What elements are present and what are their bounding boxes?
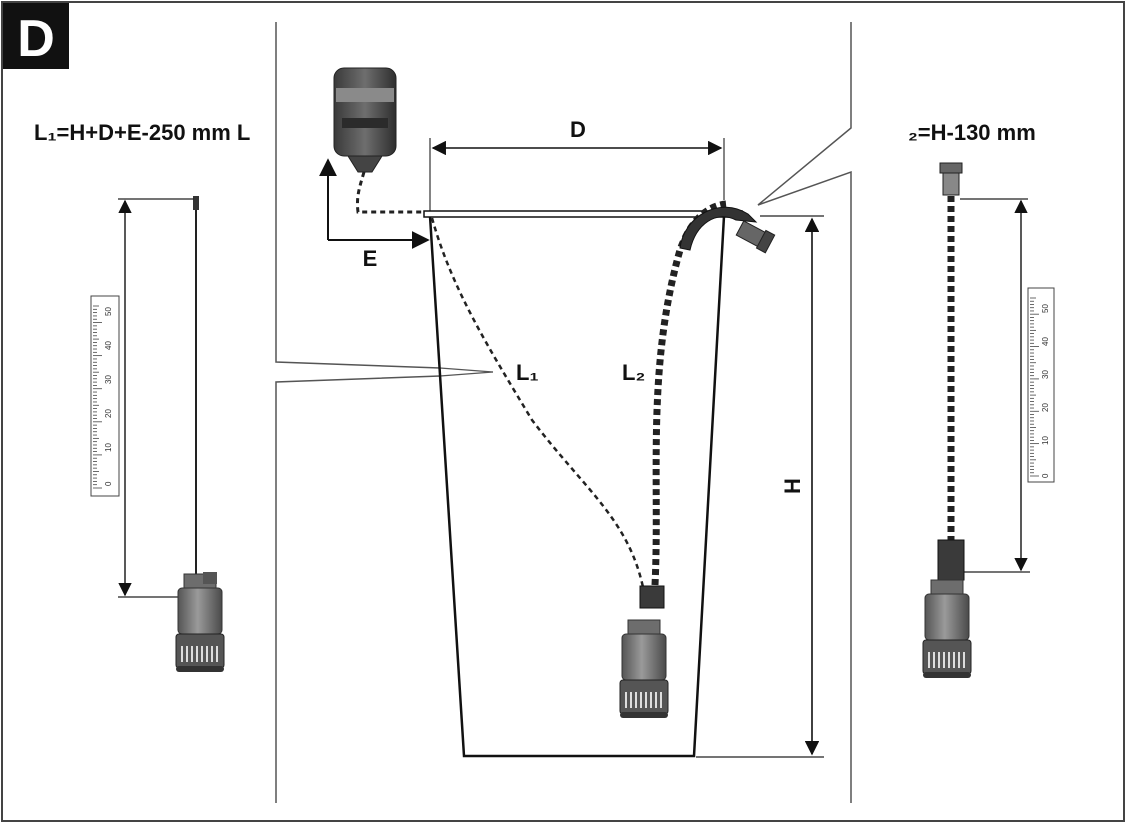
hose-outlet [735, 220, 776, 254]
right-pump [922, 579, 972, 679]
center-pump [619, 619, 669, 719]
left-panel-separator [275, 22, 441, 803]
left-ruler: 0 10 20 30 40 50 [90, 295, 120, 497]
left-scale-label: 40 [104, 341, 113, 350]
right-scale-label: 20 [1041, 403, 1050, 412]
cable-l1 [430, 217, 646, 593]
right-scale-label: 0 [1041, 473, 1050, 478]
label-e: E [363, 246, 378, 271]
left-hose-connector [193, 196, 199, 210]
label-h: H [780, 478, 805, 494]
callout-line-l1-b [439, 371, 494, 377]
label-l2: L₂ [622, 360, 645, 385]
formula-right: ₂=H-130 mm [908, 120, 1036, 145]
right-scale-label: 30 [1041, 370, 1050, 379]
container-rim [423, 210, 743, 218]
figure-badge: D [17, 10, 55, 68]
right-scale-label: 10 [1041, 436, 1050, 445]
right-pump-fitting [937, 539, 965, 581]
center-pump-fitting [639, 585, 665, 609]
formula-left: L₁=H+D+E-250 mm L [34, 120, 250, 145]
hose-clamp [679, 206, 758, 251]
label-l1: L₁ [516, 360, 539, 385]
left-scale-label: 20 [104, 409, 113, 418]
controller-cable [356, 171, 428, 214]
left-pump-top-fitting [203, 572, 217, 584]
right-ruler: 0 10 20 30 40 50 [1027, 287, 1055, 483]
right-hose-connector [939, 162, 963, 196]
hose-l2 [651, 200, 727, 586]
controller-unit [333, 67, 397, 173]
left-scale-label: 50 [104, 307, 113, 316]
figure-badge-box [3, 3, 69, 69]
left-scale-label: 0 [104, 481, 113, 486]
label-d: D [570, 117, 586, 142]
water-container [428, 215, 726, 758]
left-pump [175, 573, 225, 673]
left-scale-label: 30 [104, 375, 113, 384]
right-scale-label: 40 [1041, 337, 1050, 346]
callout-line-l1-a [439, 367, 494, 373]
right-scale-label: 50 [1041, 304, 1050, 313]
left-scale-label: 10 [104, 443, 113, 452]
right-panel-separator [757, 22, 852, 803]
